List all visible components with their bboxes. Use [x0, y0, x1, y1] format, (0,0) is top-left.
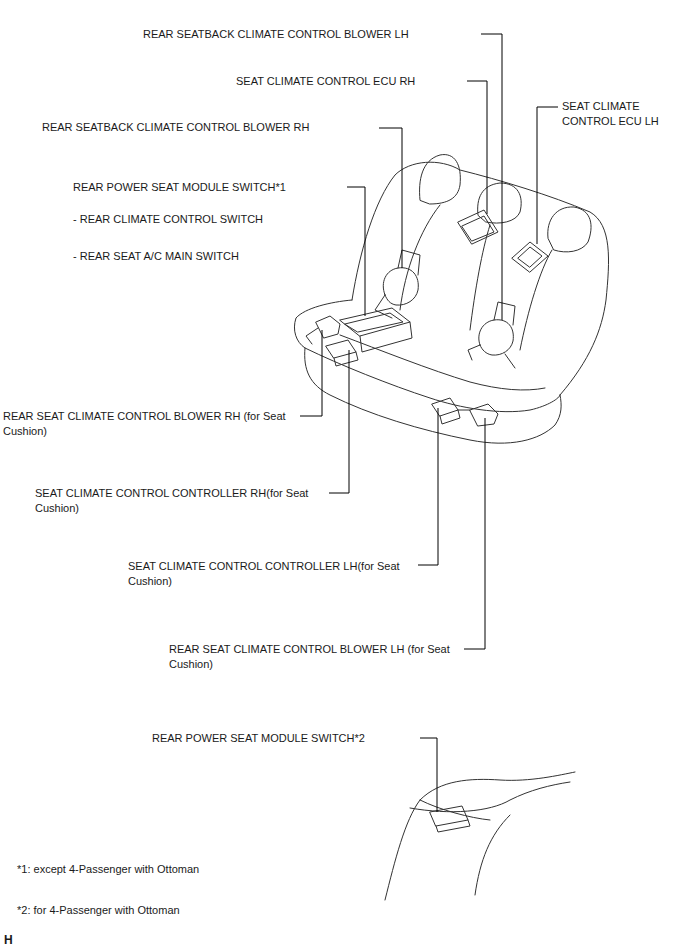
part-label: REAR POWER SEAT MODULE SWITCH*2 — [152, 731, 365, 746]
part-label: SEAT CLIMATE CONTROL ECU LH — [562, 99, 674, 129]
part-label: REAR POWER SEAT MODULE SWITCH*1 — [73, 180, 286, 195]
figure-code: H — [4, 933, 13, 948]
footnote: *2: for 4-Passenger with Ottoman — [17, 903, 180, 918]
sub-part-label: - REAR SEAT A/C MAIN SWITCH — [73, 249, 239, 264]
part-label: SEAT CLIMATE CONTROL CONTROLLER LH(for S… — [128, 559, 414, 589]
sub-part-label: - REAR CLIMATE CONTROL SWITCH — [73, 212, 263, 227]
part-label: REAR SEATBACK CLIMATE CONTROL BLOWER RH — [42, 120, 310, 135]
part-label: REAR SEAT CLIMATE CONTROL BLOWER RH (for… — [3, 409, 297, 439]
footnote: *1: except 4-Passenger with Ottoman — [17, 862, 199, 877]
part-label: SEAT CLIMATE CONTROL CONTROLLER RH(for S… — [35, 486, 325, 516]
part-label: REAR SEAT CLIMATE CONTROL BLOWER LH (for… — [169, 642, 461, 672]
part-label: SEAT CLIMATE CONTROL ECU RH — [236, 74, 415, 89]
part-label: REAR SEATBACK CLIMATE CONTROL BLOWER LH — [143, 27, 409, 42]
